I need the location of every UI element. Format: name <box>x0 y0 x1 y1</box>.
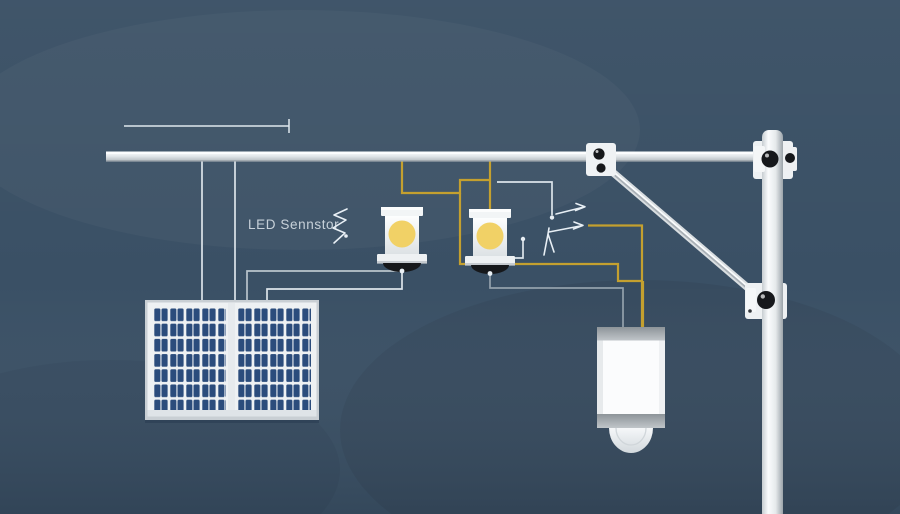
solar-panel <box>145 300 319 423</box>
lamp-1-wire-dot <box>399 268 405 274</box>
led-sensor-label: LED Sennstor <box>248 217 339 232</box>
panel-hanger-lines <box>201 160 236 301</box>
diagonal-brace <box>599 160 765 303</box>
signal-squiggle-icon <box>332 208 348 244</box>
pole-clamp-upper <box>754 146 797 172</box>
probe-icon <box>543 227 555 256</box>
battery-unit <box>597 327 665 453</box>
dimension-line <box>124 119 290 133</box>
yellow-wires <box>400 161 645 329</box>
brace-bracket <box>586 143 616 176</box>
lamp-2-wire-dot <box>487 271 493 276</box>
mast-arm <box>106 151 772 162</box>
signal-wires <box>246 181 624 328</box>
switch-arrow-icons <box>548 202 586 233</box>
pole-clamp-lower <box>746 288 775 313</box>
